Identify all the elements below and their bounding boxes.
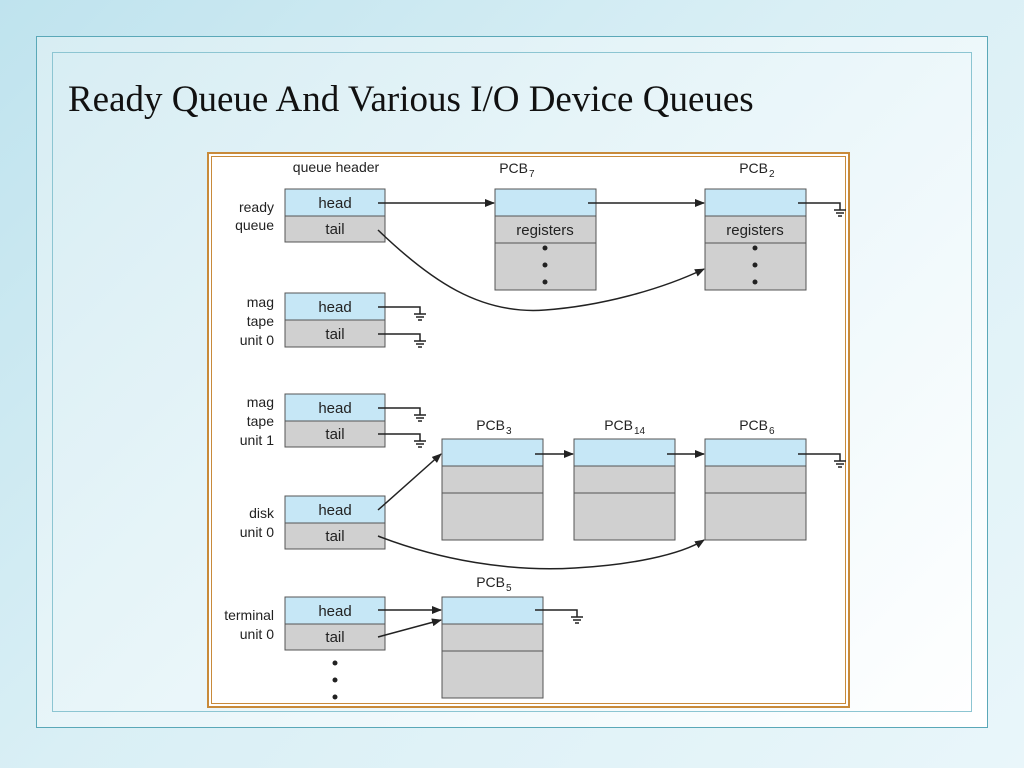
terminal-head-text: head: [318, 603, 351, 620]
pcb-2-registers: registers: [726, 222, 784, 239]
pcb-6-label: PCB: [739, 417, 768, 433]
disk-tail-text: tail: [325, 528, 344, 545]
tape0-head-cell: [284, 292, 386, 321]
pcb-7: PCB 7 registers: [494, 160, 597, 291]
pcb-5: PCB 5: [441, 574, 544, 699]
tape0-tail-text: tail: [325, 326, 344, 343]
pcb-14-subscript: 14: [634, 426, 646, 437]
pcb-3-label: PCB: [476, 417, 505, 433]
tape0-tail-cell: [284, 319, 386, 348]
pointer-arrows: [377, 199, 705, 638]
queue-mag-tape-0: head tail mag tape unit 0: [240, 292, 386, 348]
ready-tail-text: tail: [325, 221, 344, 238]
ready-head-cell: [284, 188, 386, 217]
queue-ready: head tail ready queue: [235, 188, 386, 243]
pcb-6-subscript: 6: [769, 426, 775, 437]
pcb-6: PCB 6: [704, 417, 807, 541]
pcb-7-label: PCB: [499, 160, 528, 176]
queue-mag-tape-1: head tail mag tape unit 1: [240, 393, 386, 448]
tape1-label-1: mag: [247, 394, 274, 410]
pcb-5-label: PCB: [476, 574, 505, 590]
slide-inner-frame: [52, 52, 972, 712]
ready-label-1: ready: [239, 199, 274, 215]
ready-label-2: queue: [235, 217, 274, 233]
pcb-2: PCB 2 registers: [704, 160, 807, 291]
tape0-head-text: head: [318, 299, 351, 316]
pcb-7-registers: registers: [516, 222, 574, 239]
terminal-tail-text: tail: [325, 629, 344, 646]
ready-head-text: head: [318, 195, 351, 212]
tape0-label-2: tape: [247, 313, 274, 329]
terminal-tail-cell: [284, 623, 386, 651]
disk-label-2: unit 0: [240, 524, 274, 540]
tape0-label-3: unit 0: [240, 332, 274, 348]
pcb-7-subscript: 7: [529, 169, 535, 180]
disk-tail-cell: [284, 522, 386, 550]
disk-label-1: disk: [249, 505, 275, 521]
more-queues-dots: [332, 660, 338, 700]
null-pointer-symbols: [378, 202, 846, 624]
disk-head-text: head: [318, 502, 351, 519]
pcb-3: PCB 3: [441, 417, 544, 541]
queue-disk-0: head tail disk unit 0: [240, 495, 386, 550]
queue-header-label: queue header: [293, 159, 380, 175]
terminal-head-cell: [284, 596, 386, 625]
pcb-3-subscript: 3: [506, 426, 512, 437]
pcb-14: PCB 14: [573, 417, 676, 541]
pcb-2-subscript: 2: [769, 169, 775, 180]
tape1-label-2: tape: [247, 413, 274, 429]
pcb-5-subscript: 5: [506, 583, 512, 594]
pcb-14-label: PCB: [604, 417, 633, 433]
tape1-label-3: unit 1: [240, 432, 274, 448]
terminal-label-1: terminal: [224, 607, 274, 623]
terminal-label-2: unit 0: [240, 626, 274, 642]
tape1-head-text: head: [318, 400, 351, 417]
slide-title: Ready Queue And Various I/O Device Queue…: [68, 79, 754, 120]
pcb-2-label: PCB: [739, 160, 768, 176]
queue-terminal-0: head tail terminal unit 0: [224, 596, 386, 651]
tape0-label-1: mag: [247, 294, 274, 310]
tape1-tail-text: tail: [325, 426, 344, 443]
tape1-head-cell: [284, 393, 386, 422]
tape1-tail-cell: [284, 420, 386, 448]
ready-tail-cell: [284, 215, 386, 243]
